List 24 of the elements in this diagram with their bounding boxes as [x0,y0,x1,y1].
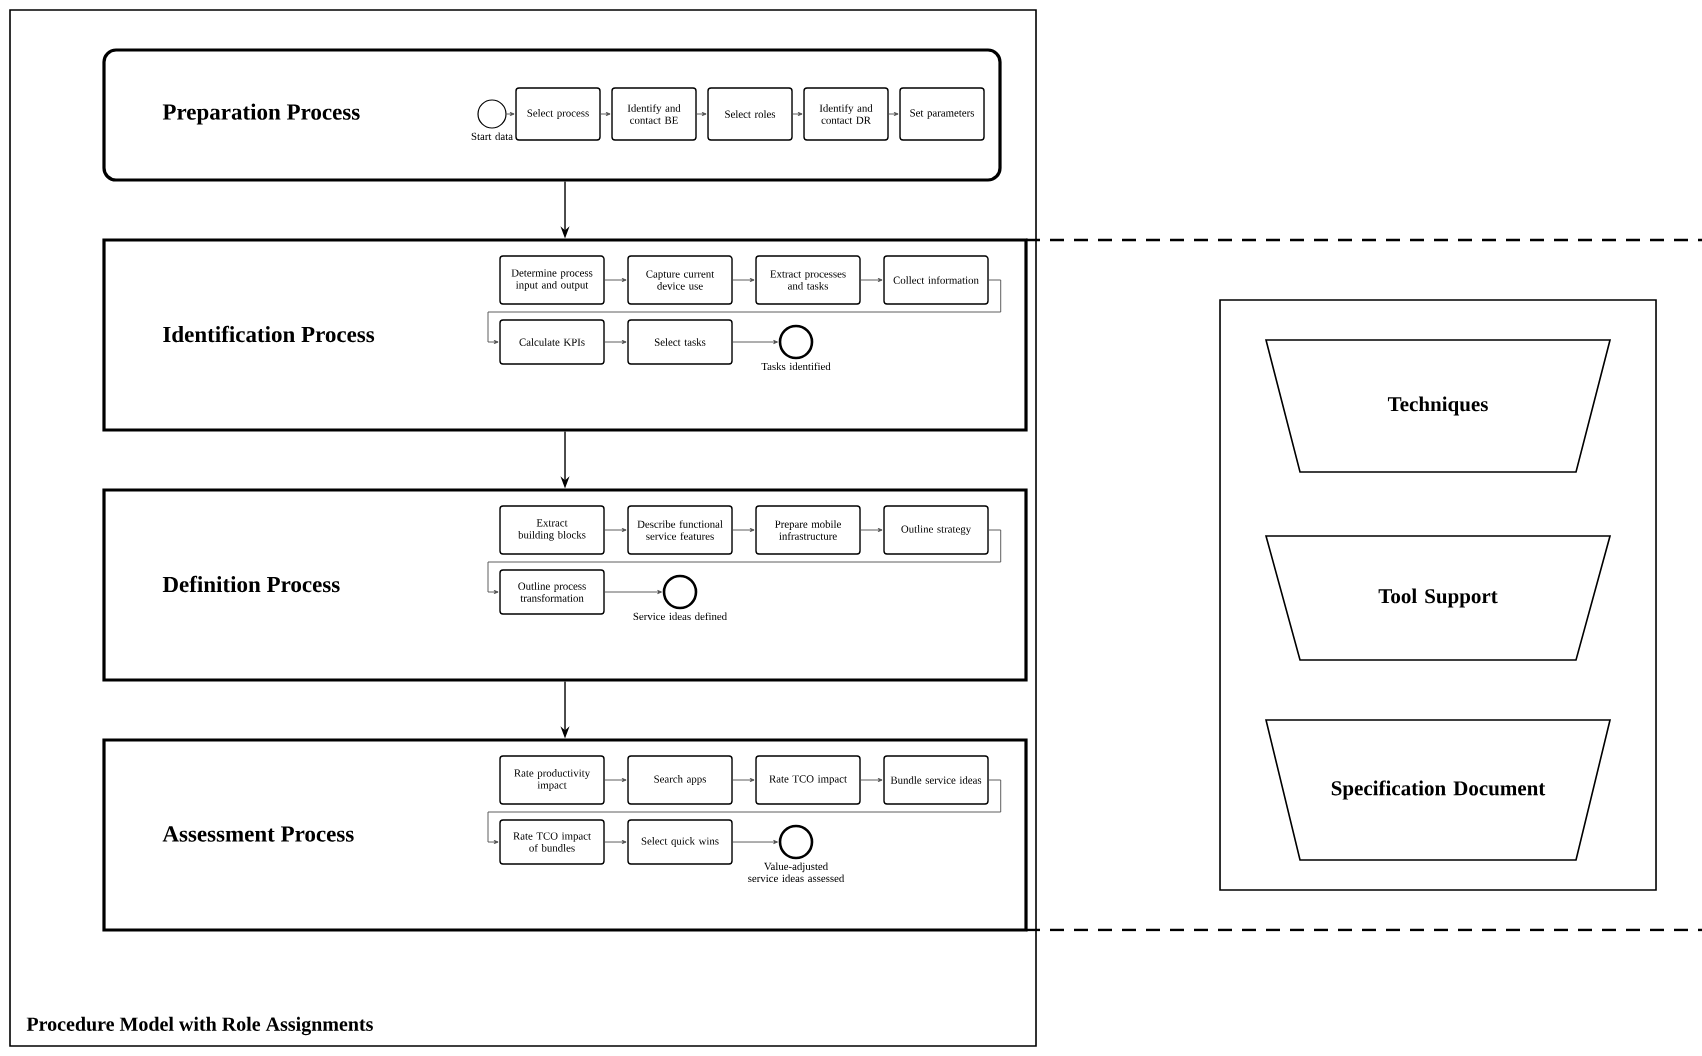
arrow [600,112,611,116]
arrow [888,112,899,116]
arrow [487,279,1002,345]
arrow [487,779,1002,845]
arrow [732,840,778,845]
arrow [860,528,883,533]
arrow [604,778,627,783]
arrow [604,590,662,595]
arrow [860,778,883,783]
arrow [487,529,1002,595]
arrow [792,112,803,116]
arrow [604,340,627,345]
arrow [604,528,627,533]
frame-title: Procedure Model with Role Assignments [26,1016,373,1036]
frame-box [1219,299,1657,891]
arrow [732,528,755,533]
arrow [604,840,627,845]
arrow [732,278,755,282]
arrow [732,340,778,345]
arrow [732,778,755,783]
arrow [860,278,883,282]
arrow [604,278,627,282]
arrow [506,112,515,116]
arrow [696,112,707,116]
